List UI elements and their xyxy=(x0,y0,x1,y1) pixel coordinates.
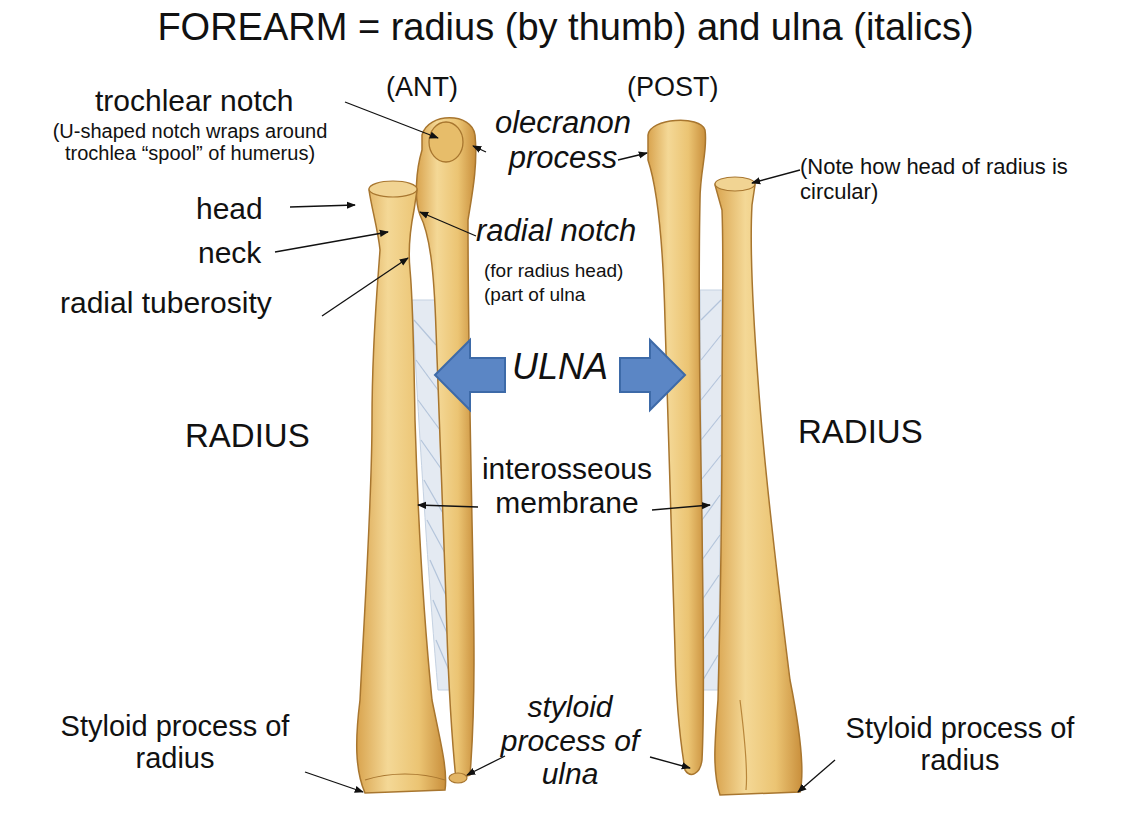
leader-line xyxy=(650,757,690,768)
leader-line xyxy=(467,756,505,775)
part-name: interosseous membrane xyxy=(462,452,672,519)
view-label: (ANT) xyxy=(386,72,458,102)
radius-head-shape xyxy=(369,181,417,197)
leader-line xyxy=(652,505,710,510)
leader-line xyxy=(275,232,388,252)
leader-line xyxy=(290,205,355,207)
distal-radius-edge xyxy=(365,774,445,780)
leader-line xyxy=(345,102,438,138)
part-name: styloid process of ulna xyxy=(500,690,640,791)
pointer-arrow xyxy=(620,340,685,410)
radius-bone xyxy=(357,183,446,794)
radius-bone xyxy=(715,179,802,795)
leader-lines xyxy=(275,102,835,792)
diagram-title: FOREARM = radius (by thumb) and ulna (it… xyxy=(0,6,1131,49)
part-name: Styloid process of radius xyxy=(840,712,1080,777)
bone-name: ULNA xyxy=(512,347,608,387)
note-text: (part of ulna xyxy=(484,284,585,305)
part-name: radial tuberosity xyxy=(60,286,272,320)
part-name: Styloid process of radius xyxy=(55,710,295,775)
bone-name: RADIUS xyxy=(798,414,923,451)
bone-name: RADIUS xyxy=(185,418,310,455)
membrane-fibres xyxy=(701,300,721,680)
part-name: trochlear notch xyxy=(95,84,293,118)
leader-line xyxy=(473,146,486,152)
radius-head-shape xyxy=(715,177,755,191)
note-text: (U-shaped notch wraps around trochlea “s… xyxy=(25,120,355,165)
ulna-bone xyxy=(648,120,706,774)
dorsal-tubercle-ridge xyxy=(740,700,747,790)
leader-line xyxy=(752,170,800,183)
trochlear-notch-shape xyxy=(429,122,463,162)
ulna-styloid-shape xyxy=(449,773,467,783)
leader-line xyxy=(618,153,647,160)
part-name: radial notch xyxy=(476,214,636,249)
leader-line xyxy=(798,760,835,792)
note-text: (Note how head of radius is circular) xyxy=(800,155,1080,204)
leader-line xyxy=(418,505,478,507)
part-name: head xyxy=(196,192,263,226)
part-name: olecranon process xyxy=(478,106,648,175)
leader-line xyxy=(322,258,408,316)
leader-line xyxy=(420,212,476,236)
leader-line xyxy=(305,772,363,792)
view-label: (POST) xyxy=(627,72,719,102)
note-text: (for radius head) xyxy=(484,260,623,281)
part-name: neck xyxy=(198,236,261,270)
pointer-arrow xyxy=(435,340,505,410)
